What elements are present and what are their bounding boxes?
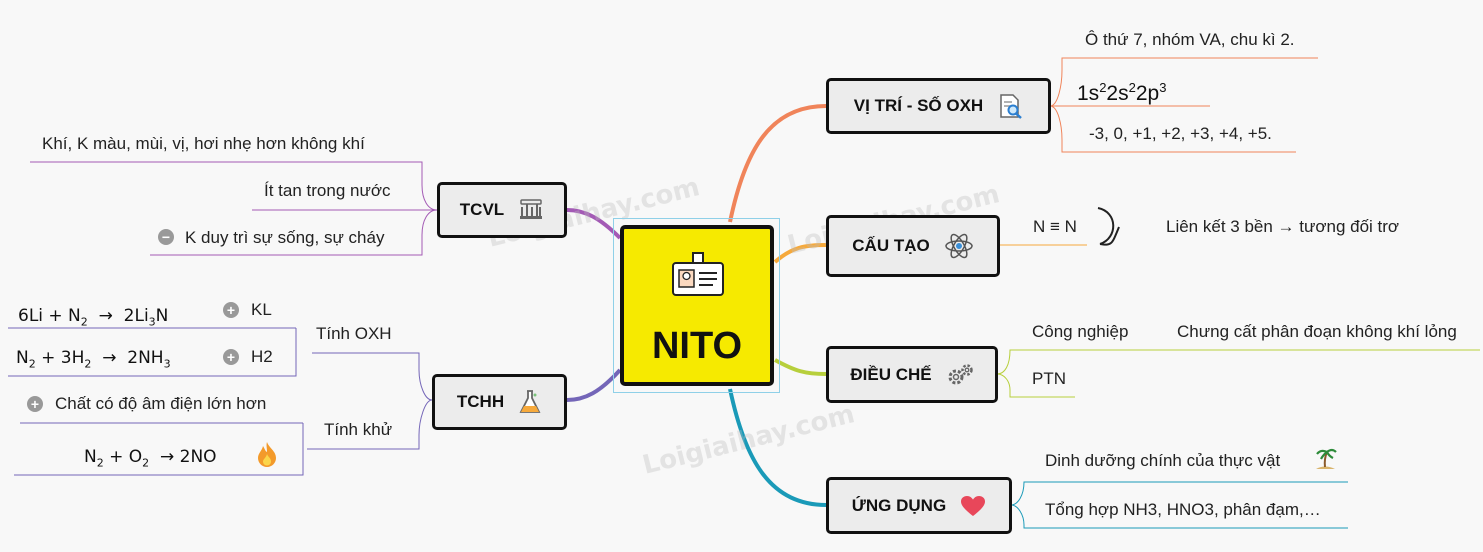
gears-icon	[946, 362, 974, 388]
node-label: ĐIỀU CHẾ	[850, 364, 932, 384]
plus-icon[interactable]: +	[27, 396, 43, 412]
node-cau-tao[interactable]: CẤU TẠO	[826, 215, 1000, 277]
ung-dung-item: Dinh dưỡng chính của thực vật	[1045, 451, 1281, 470]
document-search-icon	[997, 93, 1023, 119]
node-label: ỨNG DỤNG	[851, 495, 947, 515]
tcvl-item: K duy trì sự sống, sự cháy	[185, 228, 385, 247]
heart-icon	[960, 495, 986, 517]
h2-label: H2	[251, 347, 273, 366]
node-tchh[interactable]: TCHH	[432, 374, 567, 430]
reducing-note: Chất có độ âm điện lớn hơn	[55, 394, 267, 413]
branch-line-vi-tri	[728, 104, 827, 223]
id-badge-icon	[671, 251, 725, 302]
minus-icon[interactable]: −	[158, 229, 174, 245]
ung-dung-item: Tổng hợp NH3, HNO3, phân đạm,…	[1045, 500, 1321, 519]
atom-icon	[944, 231, 974, 261]
plus-icon[interactable]: +	[223, 349, 239, 365]
flask-icon	[518, 389, 542, 415]
industry-label: Công nghiệp	[1032, 322, 1129, 341]
industry-method: Chưng cất phân đoạn không khí lỏng	[1177, 322, 1457, 341]
kl-label: KL	[251, 300, 272, 319]
lab-apparatus-icon	[518, 198, 544, 222]
reducing-label: Tính khử	[324, 420, 393, 439]
electron-configuration: 1s22s22p3	[1077, 80, 1167, 105]
branch-line-dieu-che	[774, 358, 827, 376]
branch-line-tcvl	[566, 208, 622, 240]
node-tcvl[interactable]: TCVL	[437, 182, 567, 238]
palm-island-icon	[1312, 446, 1338, 477]
center-node[interactable]: NITO	[620, 225, 774, 386]
node-label: VỊ TRÍ - SỐ OXH	[853, 96, 984, 115]
center-title: NITO	[651, 325, 743, 367]
node-vi-tri[interactable]: VỊ TRÍ - SỐ OXH	[826, 78, 1051, 134]
center-node-selection	[613, 218, 780, 393]
equation-li-n2: 6Li + N2 → 2Li3N	[18, 306, 169, 329]
oxidizing-label: Tính OXH	[316, 324, 392, 343]
tcvl-item: Khí, K màu, mùi, vị, hơi nhẹ hơn không k…	[42, 134, 365, 153]
equation-n2-o2: N2 + O2 → 2NO	[84, 447, 217, 470]
node-label: TCHH	[456, 392, 505, 411]
tcvl-item: Ít tan trong nước	[264, 181, 391, 200]
bond-formula: N ≡ N	[1033, 217, 1077, 236]
node-dieu-che[interactable]: ĐIỀU CHẾ	[826, 346, 998, 403]
vi-tri-item: Ô thứ 7, nhóm VA, chu kì 2.	[1085, 30, 1295, 49]
bond-note: Liên kết 3 bền → tương đối trơ	[1166, 217, 1400, 236]
equation-n2-h2: N2 + 3H2 → 2NH3	[16, 348, 171, 371]
oxidation-states: -3, 0, +1, +2, +3, +4, +5.	[1089, 124, 1272, 143]
plus-icon[interactable]: +	[223, 302, 239, 318]
branch-line-tchh	[566, 368, 622, 402]
node-label: CẤU TẠO	[852, 236, 930, 255]
branch-line-ung-dung	[728, 388, 827, 507]
node-ung-dung[interactable]: ỨNG DỤNG	[826, 477, 1012, 534]
fire-icon	[255, 440, 279, 473]
node-label: TCVL	[459, 200, 505, 219]
lab-label: PTN	[1032, 369, 1066, 388]
